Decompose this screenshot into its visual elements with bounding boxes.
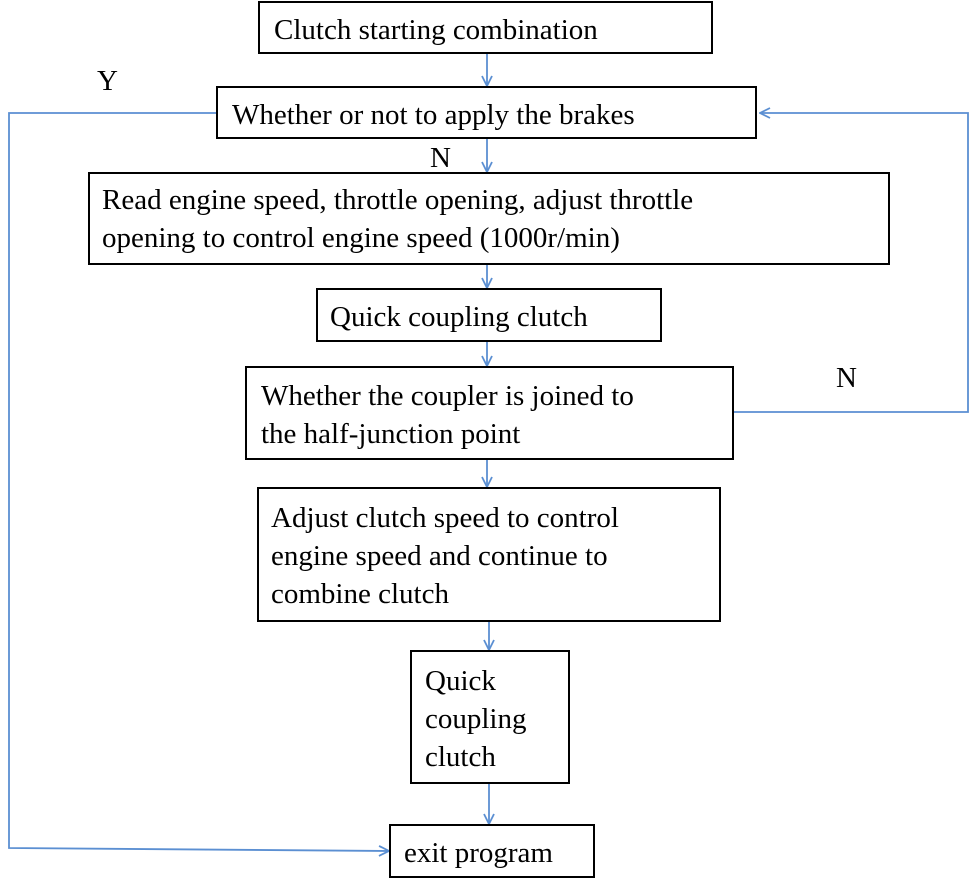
quick-coupling-node: Quick coupling clutch	[316, 288, 662, 342]
brake-decision-node: Whether or not to apply the brakes	[216, 86, 757, 139]
brake-no-label: N	[430, 142, 451, 174]
coupler-decision-node: Whether the coupler is joined to the hal…	[245, 366, 734, 460]
exit-node: exit program	[389, 824, 595, 878]
arrow-brake-yes-to-exit	[8, 112, 389, 851]
quick-coupling-2-node: Quick coupling clutch	[410, 650, 570, 784]
coupler-no-label: N	[836, 362, 857, 394]
brake-yes-label: Y	[97, 65, 118, 97]
adjust-clutch-node: Adjust clutch speed to control engine sp…	[257, 487, 721, 622]
start-node: Clutch starting combination	[258, 1, 713, 54]
read-engine-node: Read engine speed, throttle opening, adj…	[88, 172, 890, 265]
loop-arrow-coupler-no-to-brake-check	[734, 113, 969, 413]
